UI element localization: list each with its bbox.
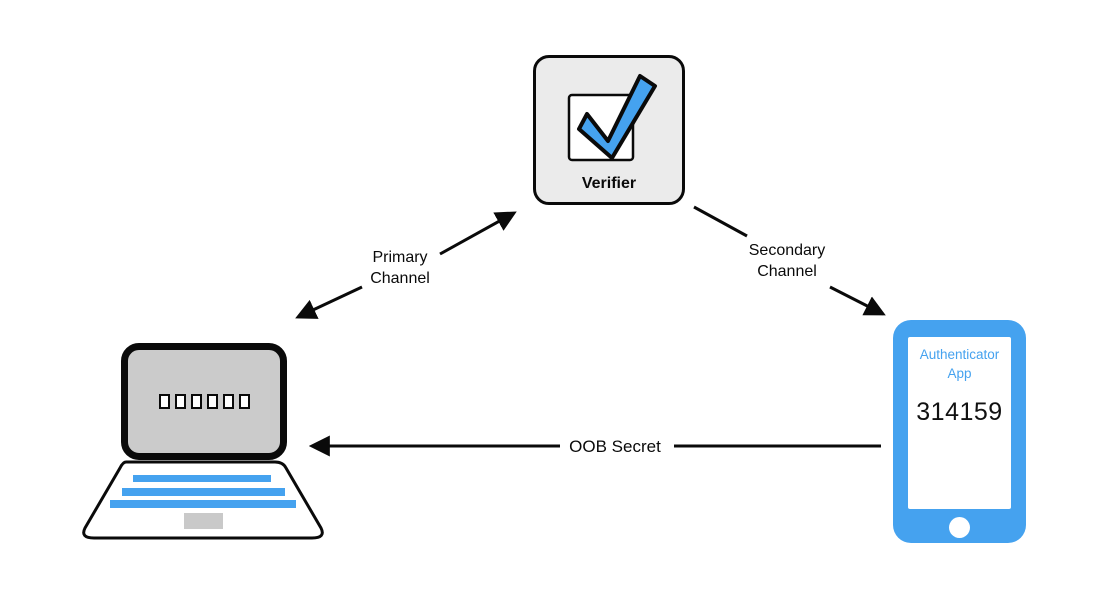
keyboard-rows: [110, 475, 296, 508]
primary-channel-arrow: [295, 211, 517, 319]
phone-screen: Authenticator App 314159: [908, 337, 1011, 509]
home-button-icon: [949, 517, 970, 538]
primary-channel-label: Primary Channel: [370, 249, 430, 287]
checkbox-checked-icon: [567, 74, 657, 162]
code-box: [238, 394, 250, 409]
phone-node: Authenticator App 314159: [893, 320, 1026, 543]
trackpad: [184, 513, 223, 529]
secondary-channel-label: Secondary Channel: [748, 242, 826, 280]
code-box: [158, 394, 170, 409]
laptop-node: [78, 338, 328, 542]
verifier-node: Verifier: [533, 55, 685, 205]
laptop-screen: [121, 343, 287, 460]
code-entry-boxes: [158, 394, 250, 409]
code-box: [174, 394, 186, 409]
authenticator-app-title: Authenticator App: [919, 347, 1000, 382]
code-box: [222, 394, 234, 409]
verifier-label: Verifier: [581, 175, 637, 192]
secondary-channel-arrow: [693, 205, 886, 316]
code-box: [190, 394, 202, 409]
oob-secret-label: OOB Secret: [569, 437, 661, 456]
otp-code: 314159: [916, 398, 1003, 427]
code-box: [206, 394, 218, 409]
laptop-keyboard: [82, 460, 324, 540]
